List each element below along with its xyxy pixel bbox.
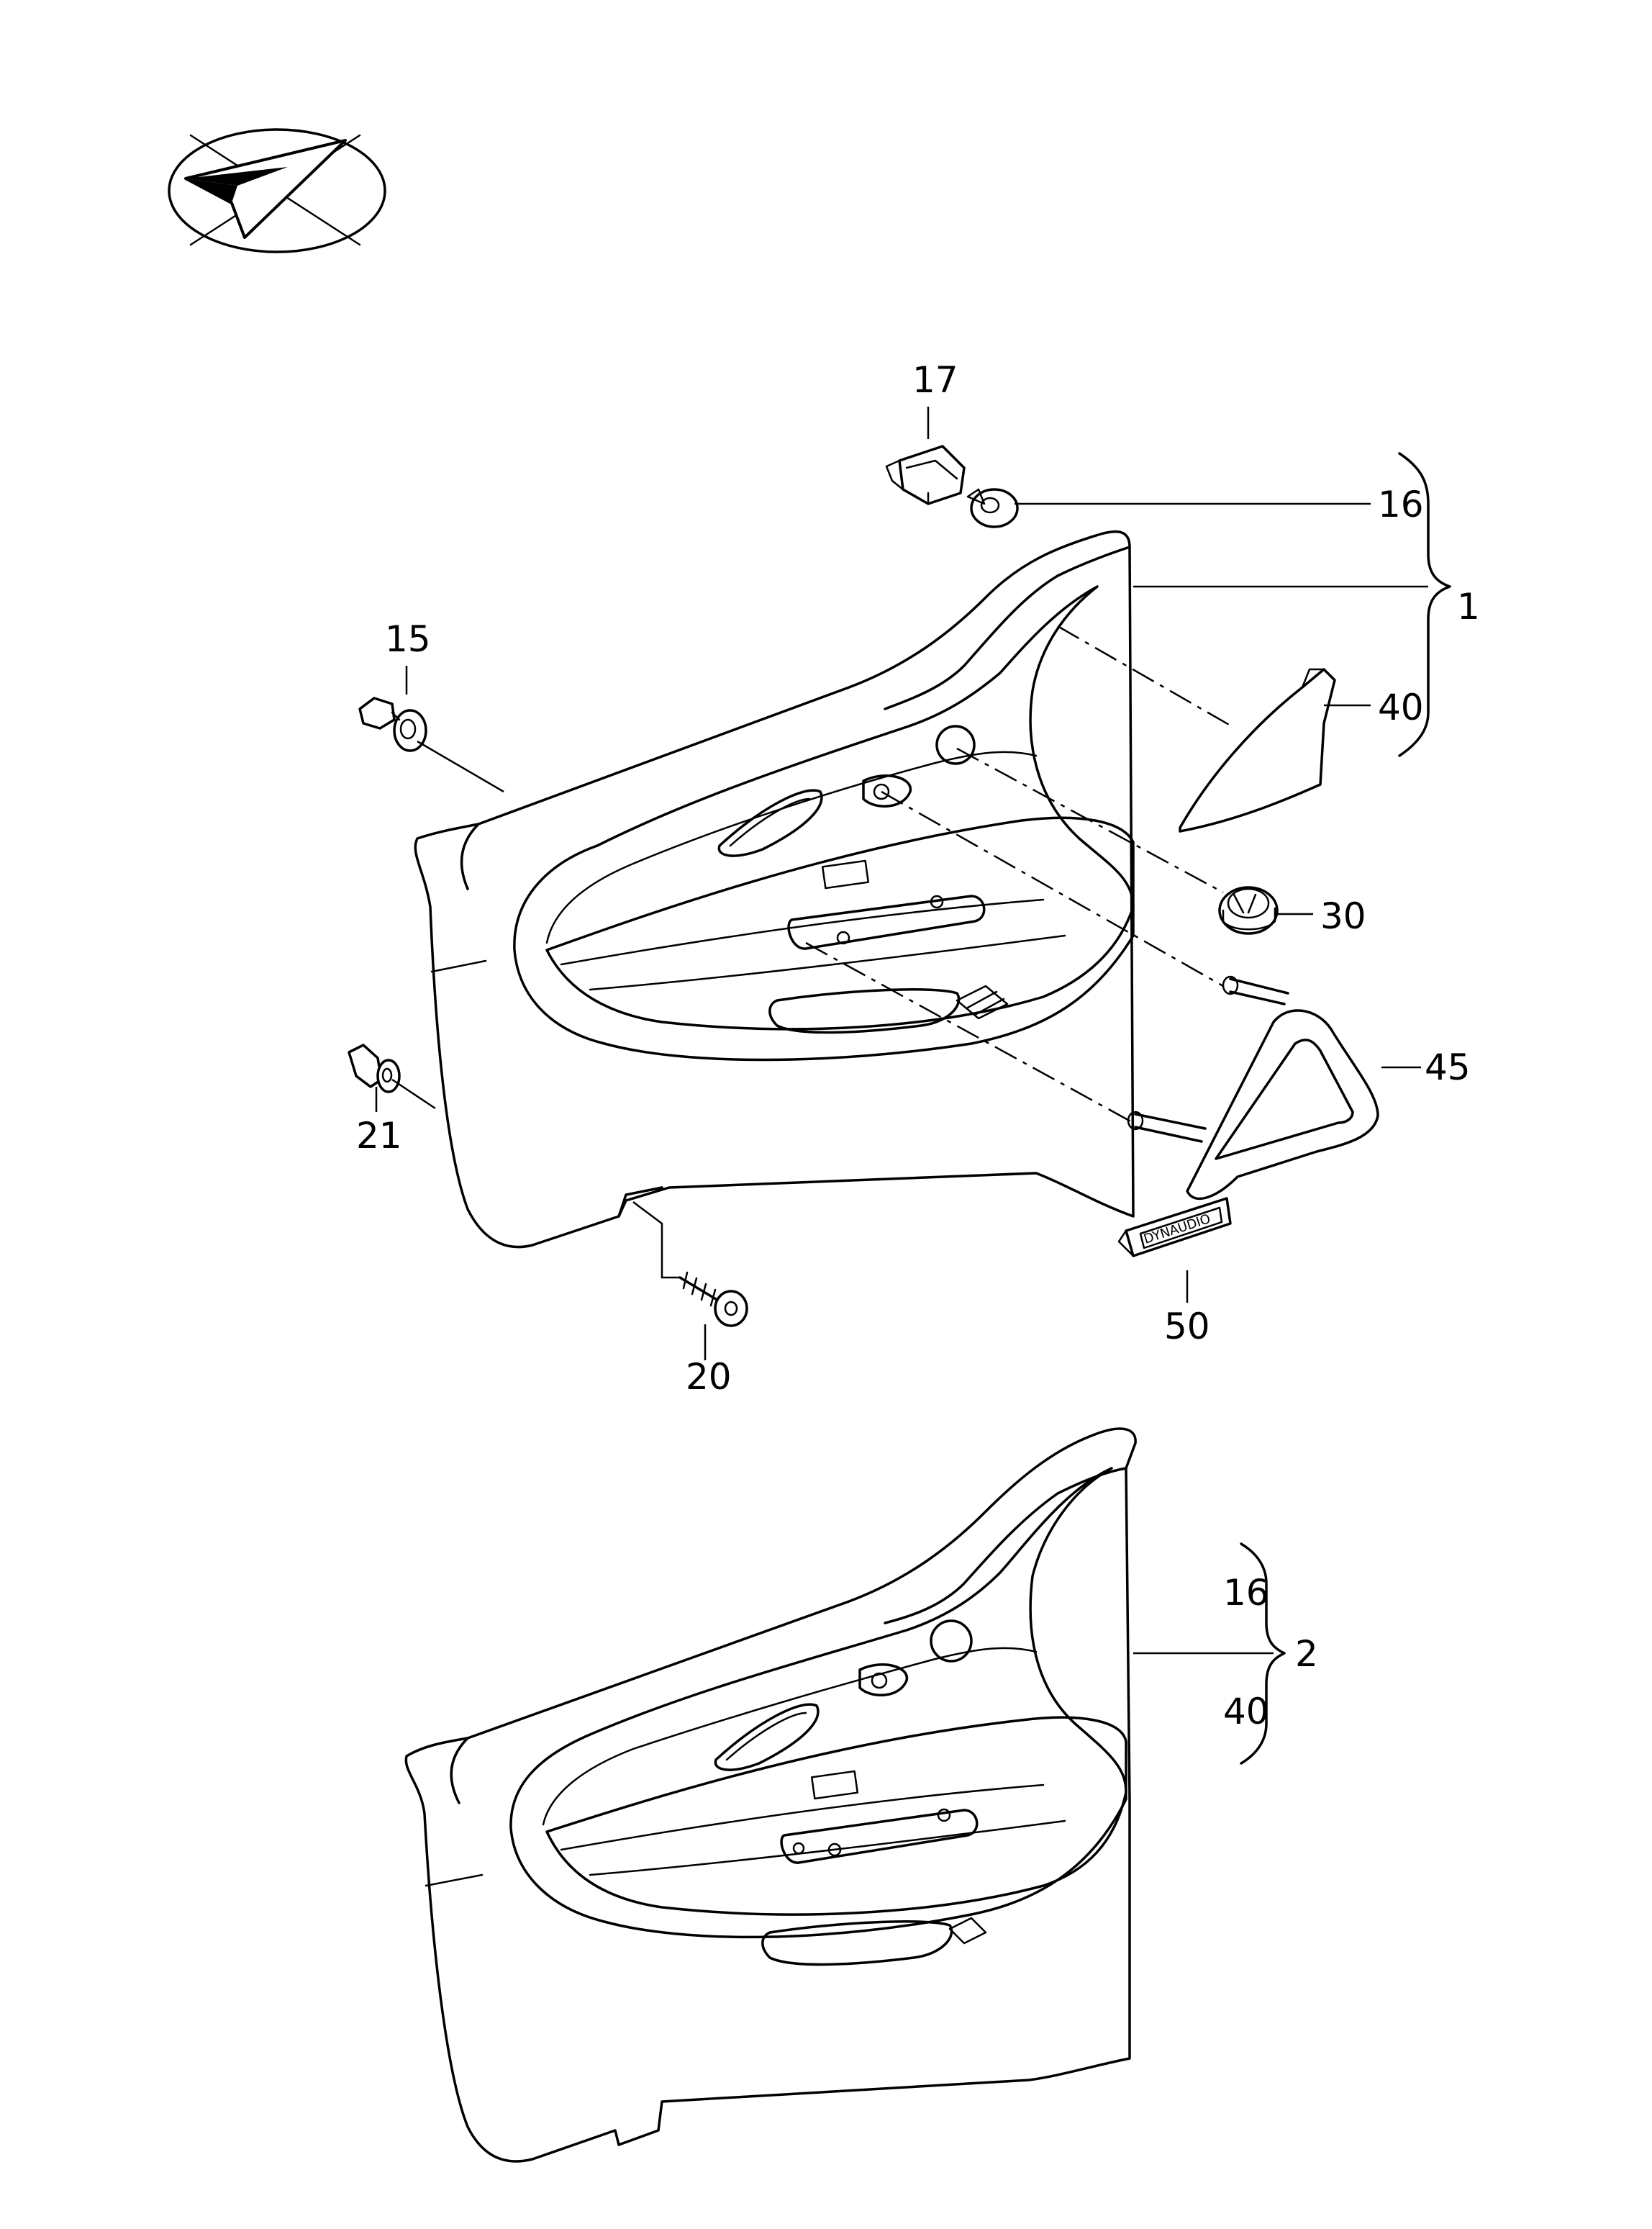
rivet-16	[966, 488, 1019, 528]
callout-16: 16	[1378, 484, 1424, 525]
callout-45: 45	[1425, 1046, 1471, 1088]
callout-21: 21	[356, 1115, 402, 1157]
callout-50: 50	[1164, 1306, 1210, 1347]
clip-17	[885, 445, 966, 505]
clip-21	[348, 1044, 401, 1093]
callout-40: 40	[1378, 687, 1424, 728]
callout-40-lower: 40	[1223, 1691, 1269, 1732]
callout-17: 17	[912, 359, 958, 401]
expanding-clip-15	[358, 697, 427, 752]
screw-20	[678, 1271, 748, 1327]
callout-20: 20	[686, 1356, 732, 1398]
door-trim-panel-lower	[404, 1427, 1137, 2163]
callout-15: 15	[385, 618, 431, 660]
door-handle-45	[1127, 975, 1379, 1200]
callout-2: 2	[1295, 1633, 1318, 1675]
callout-30: 30	[1320, 895, 1366, 937]
door-trim-panel-upper	[414, 530, 1135, 1249]
callout-16-lower: 16	[1223, 1572, 1269, 1614]
cover-40	[1179, 668, 1336, 833]
grommet-30	[1218, 886, 1279, 935]
badge-50: DYNAUDIO	[1117, 1197, 1232, 1257]
direction-arrow-icon	[168, 128, 386, 253]
callout-1: 1	[1457, 586, 1480, 628]
